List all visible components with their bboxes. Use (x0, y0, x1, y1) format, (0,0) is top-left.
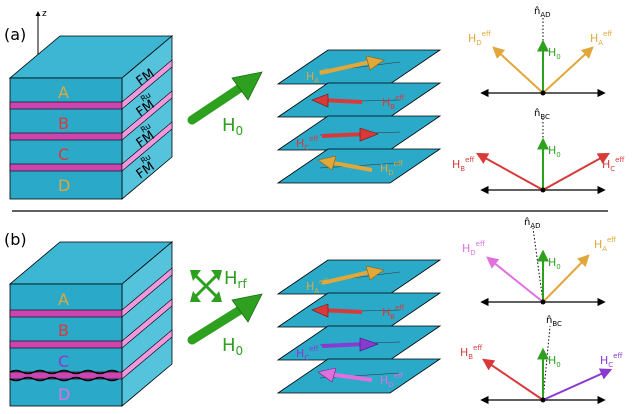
vec-ha-label-a: HAeff (590, 30, 612, 47)
hrf-field-arrow-b: Hrf (190, 268, 247, 302)
layer-b-label-b: B (58, 321, 69, 340)
vec-hc-label-a: HCeff (602, 156, 624, 173)
vec-h0-label-a-top: H0 (548, 46, 561, 61)
vector-diagram-ad-b: n̂AD HDeff H0 HAeff (462, 216, 616, 307)
vec-hd-label-a: HDeff (468, 30, 491, 47)
layer-a-label: A (58, 83, 69, 102)
panel-b-label: (b) (4, 230, 27, 249)
normal-ad-label-b: n̂AD (524, 216, 541, 230)
vec-h0-label-b-bot: H0 (548, 354, 561, 369)
plane-label-ha-b: HAeff (306, 278, 328, 295)
vector-diagram-bc-b: n̂BC HBeff H0 HCeff (460, 314, 622, 405)
multilayer-stack-b: A B C D (8, 241, 174, 407)
multilayer-stack-a: A B C D FM Ru FM Ru FM Ru FM (8, 35, 174, 200)
vector-diagram-ad-a: n̂AD HDeff H0 HAeff (468, 5, 612, 98)
vec-hb-label-b: HBeff (460, 344, 482, 361)
h0-label-a: H0 (222, 115, 243, 138)
planes-stack-a: HAeff HBeff HCeff HDeff (276, 49, 442, 184)
h0-field-arrow-b: H0 (187, 293, 263, 358)
panel-a-label: (a) (4, 25, 26, 44)
layer-d-label: D (58, 176, 70, 195)
layer-b-label: B (58, 114, 69, 133)
h0-label-b: H0 (222, 335, 243, 358)
plane-label-ha-a: HAeff (306, 68, 328, 85)
layer-c-label-b: C (58, 352, 69, 371)
layer-c-label: C (58, 145, 69, 164)
planes-stack-b: HAeff HBeff HCeff HDeff (276, 259, 442, 394)
layer-a-label-b: A (58, 290, 69, 309)
vec-ha-label-b: HAeff (594, 236, 616, 253)
axis-z-label: z (42, 9, 47, 19)
plane-label-hb-a: HBeff (382, 94, 404, 111)
normal-bc-label-b: n̂BC (546, 314, 562, 328)
vector-diagram-bc-a: n̂BC HBeff H0 HCeff (452, 107, 624, 195)
hrf-label-b: Hrf (224, 268, 247, 291)
plane-label-hd-a: HDeff (380, 160, 403, 177)
plane-label-hc-b: HCeff (296, 345, 318, 362)
plane-label-hb-b: HBeff (382, 304, 404, 321)
vec-h0-label-a-bot: H0 (548, 144, 561, 159)
vec-hc-label-b: HCeff (600, 352, 622, 369)
plane-label-hd-b: HDeff (380, 372, 403, 389)
normal-ad-label-a: n̂AD (534, 5, 551, 19)
layer-d-label-b: D (58, 385, 70, 404)
normal-bc-label-a: n̂BC (534, 107, 550, 121)
vec-hb-label-a: HBeff (452, 156, 474, 173)
h0-field-arrow-a: H0 (187, 71, 263, 138)
plane-label-hc-a: HCeff (296, 135, 318, 152)
vec-h0-label-b-top: H0 (548, 256, 561, 271)
vec-hd-label-b: HDeff (462, 240, 485, 257)
